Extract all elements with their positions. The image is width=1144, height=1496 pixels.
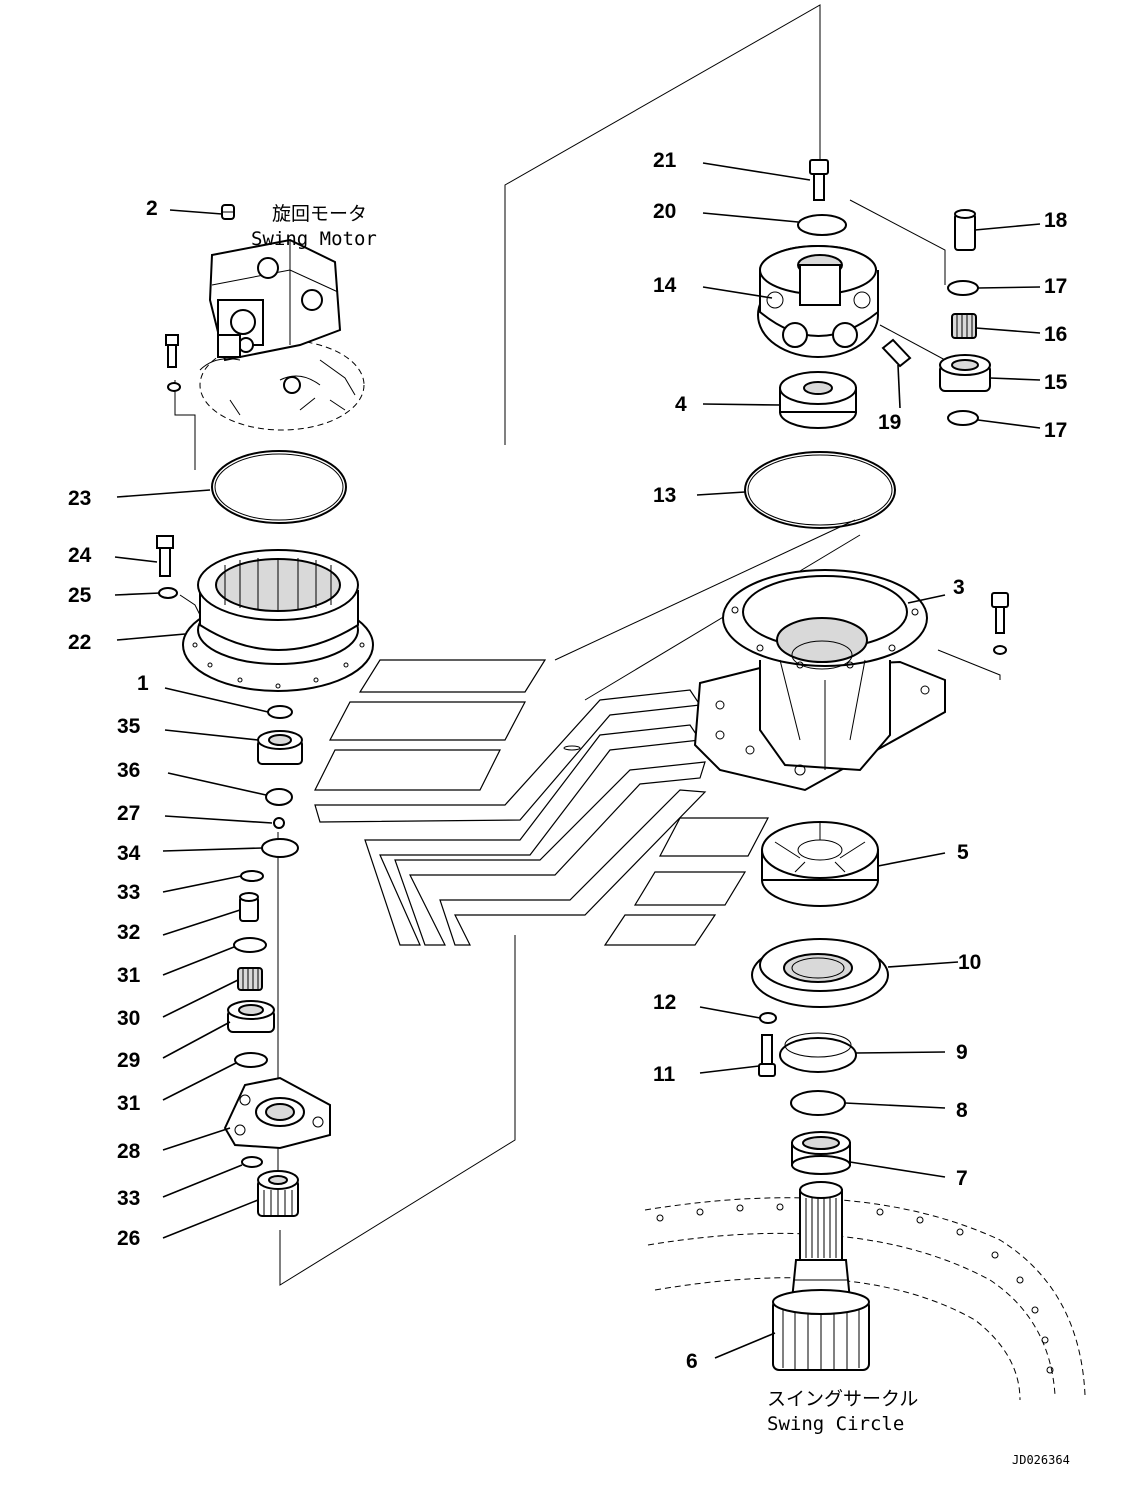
part-26-gear	[257, 1170, 299, 1217]
part-2-plug	[221, 204, 235, 220]
part-33a-snap-ring	[240, 870, 264, 882]
callout-1: 1	[137, 672, 149, 695]
part-12-washer	[759, 1012, 777, 1024]
part-16-needle-bearing	[951, 313, 977, 339]
part-21-bolt	[809, 159, 829, 201]
callout-10: 10	[958, 951, 981, 974]
part-17b-washer	[947, 410, 979, 426]
part-28-carrier-plate	[223, 1076, 331, 1150]
callout-31b: 31	[117, 1092, 141, 1115]
callout-32: 32	[117, 921, 140, 944]
part-25-washer	[158, 587, 178, 599]
part-11-bolt	[758, 1034, 776, 1077]
callout-14: 14	[653, 274, 677, 297]
swing-motor-caption-jp: 旋回モータ	[272, 203, 367, 225]
part-5-sun-gear-set	[761, 821, 879, 907]
part-27-ball	[273, 817, 285, 829]
part-20-disc	[797, 214, 847, 236]
part-23-o-ring	[211, 450, 347, 524]
part-7-collar	[791, 1131, 851, 1175]
callout-28: 28	[117, 1140, 141, 1163]
callout-12: 12	[653, 991, 676, 1014]
part-33b-snap-ring	[241, 1156, 263, 1168]
callout-5: 5	[957, 841, 969, 864]
callout-20: 20	[653, 200, 676, 223]
swing-motor-caption-en: Swing Motor	[251, 228, 377, 250]
part-3-housing	[693, 569, 946, 792]
callout-33a: 33	[117, 881, 140, 904]
callout-33b: 33	[117, 1187, 140, 1210]
callout-18: 18	[1044, 209, 1068, 232]
swing-motor-illustration	[165, 238, 365, 431]
callout-21: 21	[653, 149, 677, 172]
swing-circle-illustration	[644, 1197, 1086, 1401]
callout-30: 30	[117, 1007, 140, 1030]
callout-labels: 2 23 24 25 22 1 35 36 27 34 33 32 31 30 …	[68, 149, 1068, 1373]
part-8-o-ring	[790, 1090, 846, 1116]
part-1-ring	[267, 705, 293, 719]
callout-16: 16	[1044, 323, 1067, 346]
callout-26: 26	[117, 1227, 140, 1250]
watermark-logo	[314, 659, 769, 946]
part-31b-washer	[234, 1052, 268, 1068]
part-34-plate	[261, 838, 299, 858]
callout-31a: 31	[117, 964, 141, 987]
part-18-pin	[954, 209, 976, 251]
part-6-pinion-shaft	[772, 1181, 870, 1371]
callout-34: 34	[117, 842, 141, 865]
part-31a-washer	[233, 937, 267, 953]
part-3-bolt	[991, 592, 1009, 655]
document-id: JD026364	[1012, 1453, 1070, 1467]
part-35-bearing	[257, 730, 303, 765]
part-13-o-ring	[744, 451, 896, 529]
part-36-disc	[265, 788, 293, 806]
callout-27: 27	[117, 802, 140, 825]
callout-17a: 17	[1044, 275, 1067, 298]
callout-6: 6	[686, 1350, 698, 1373]
callout-25: 25	[68, 584, 92, 607]
callout-36: 36	[117, 759, 140, 782]
part-9-seal	[779, 1032, 857, 1073]
callout-15: 15	[1044, 371, 1068, 394]
part-4-sun-gear	[779, 371, 857, 429]
swing-circle-caption-jp: スイングサークル	[767, 1388, 918, 1410]
callout-3: 3	[953, 576, 965, 599]
part-29-gear	[227, 1000, 275, 1033]
callout-13: 13	[653, 484, 676, 507]
callout-4: 4	[675, 393, 687, 416]
callout-24: 24	[68, 544, 92, 567]
leader-lines	[114, 162, 1041, 1359]
part-30-needle-bearing	[237, 967, 263, 991]
callout-7: 7	[956, 1167, 968, 1190]
part-19-pin	[881, 338, 912, 368]
callout-11: 11	[653, 1063, 676, 1086]
part-10-cover	[751, 938, 889, 1008]
part-17a-washer	[947, 280, 979, 296]
callout-17b: 17	[1044, 419, 1067, 442]
part-24-bolt	[156, 535, 174, 577]
swing-circle-caption-en: Swing Circle	[767, 1413, 904, 1435]
callout-23: 23	[68, 487, 91, 510]
part-22-ring-gear	[182, 549, 374, 692]
callout-9: 9	[956, 1041, 968, 1064]
callout-19: 19	[878, 411, 901, 434]
callout-29: 29	[117, 1049, 140, 1072]
callout-2: 2	[146, 197, 158, 220]
callout-22: 22	[68, 631, 91, 654]
part-15-gear	[939, 354, 991, 392]
callout-35: 35	[117, 715, 141, 738]
callout-8: 8	[956, 1099, 968, 1122]
part-32-pin	[239, 892, 259, 922]
part-14-planet-carrier	[757, 245, 879, 358]
